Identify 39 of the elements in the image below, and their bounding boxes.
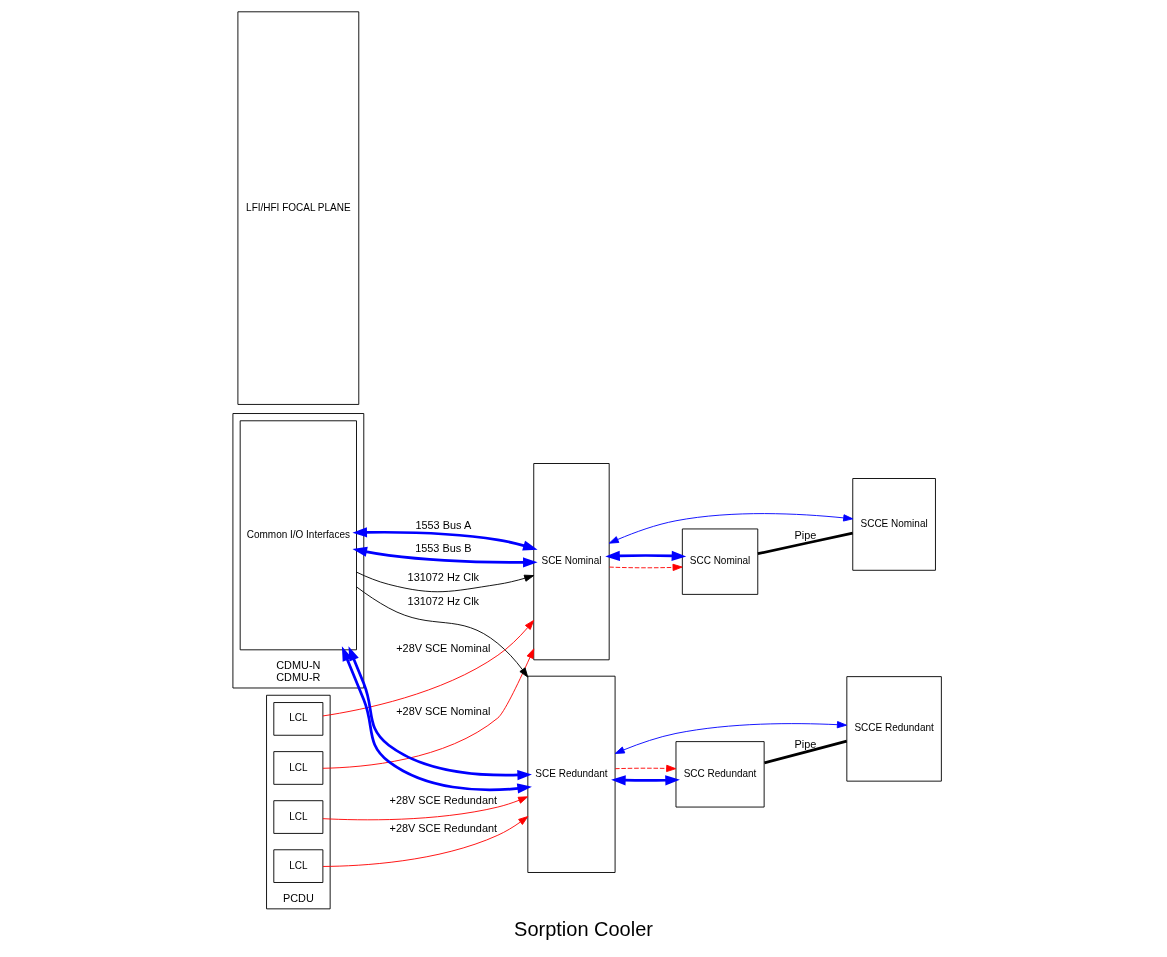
- edge-label: +28V SCE Redundant: [389, 822, 498, 835]
- arrow: [614, 721, 847, 754]
- node-box: SCC Nominal: [681, 528, 759, 595]
- edge-label: 131072 Hz Clk: [407, 594, 480, 607]
- edge-label: 131072 Hz Clk: [407, 571, 480, 584]
- arrow: [608, 513, 854, 544]
- node-box: LCL: [273, 849, 324, 883]
- node-box: LCL: [273, 702, 324, 736]
- arrow: [322, 648, 535, 769]
- node-box: Common I/O Interfaces: [239, 420, 357, 651]
- arrow: [322, 816, 529, 867]
- node-box: LCL: [273, 751, 324, 785]
- edge-label: Pipe: [794, 529, 817, 542]
- arrow: [608, 563, 683, 572]
- node-box: SCCE Redundant: [846, 676, 942, 782]
- arrow: [322, 796, 529, 821]
- node-box: SCCE Nominal: [852, 478, 936, 571]
- connector: [764, 739, 848, 765]
- arrow: [605, 550, 687, 561]
- node-box: LCL: [273, 800, 324, 834]
- edge-label: Pipe: [794, 737, 817, 750]
- edge-label: +28V SCE Nominal: [396, 704, 491, 717]
- arrow: [356, 571, 535, 593]
- node-box: SCE Nominal: [533, 463, 610, 661]
- node-box: SCE Redundant: [527, 675, 616, 873]
- arrow: [356, 586, 529, 678]
- caption: Sorption Cooler: [514, 917, 653, 940]
- arrow: [614, 764, 677, 773]
- node-box: LFI/HFI FOCAL PLANE: [237, 11, 360, 405]
- arrow: [322, 619, 535, 717]
- arrow: [611, 775, 680, 786]
- connector: [757, 531, 853, 555]
- edge-label: +28V SCE Redundant: [389, 793, 498, 806]
- edge-label: 1553 Bus B: [415, 542, 472, 555]
- arrow: [352, 527, 538, 551]
- edge-label: 1553 Bus A: [415, 519, 472, 532]
- arrow: [352, 546, 538, 568]
- node-box: SCC Redundant: [675, 741, 765, 808]
- edge-label: +28V SCE Nominal: [396, 642, 491, 655]
